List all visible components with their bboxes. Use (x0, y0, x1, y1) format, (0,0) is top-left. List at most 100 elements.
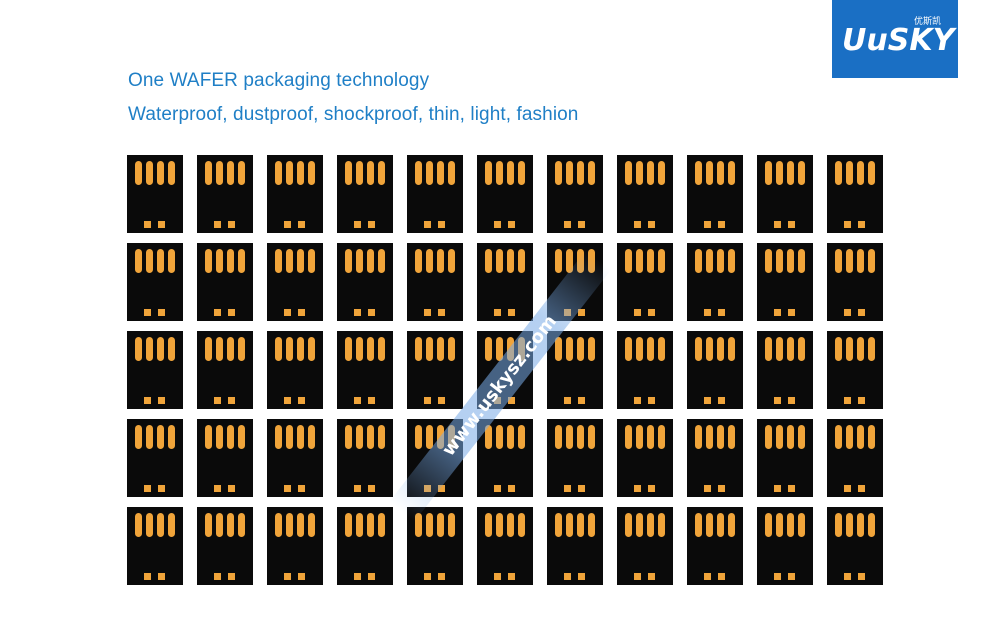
usb-contact-pin (437, 161, 444, 185)
usb-test-pad (564, 485, 571, 492)
usb-test-pad (144, 221, 151, 228)
usb-test-pad (298, 485, 305, 492)
usb-test-pad (424, 573, 431, 580)
usb-chip (617, 331, 673, 409)
usb-contact-pin (555, 425, 562, 449)
usb-contact-pin (728, 513, 735, 537)
usb-chip (757, 243, 813, 321)
usb-contact-pin (227, 161, 234, 185)
usb-chip (617, 243, 673, 321)
usb-contact-pin (625, 249, 632, 273)
usb-contact-pin (146, 249, 153, 273)
usb-contact-pin (588, 337, 595, 361)
usb-test-pad (158, 485, 165, 492)
usb-chip (407, 331, 463, 409)
usb-test-pad (704, 309, 711, 316)
usb-contact-pin (776, 425, 783, 449)
usb-contact-pin (798, 513, 805, 537)
usb-contact-pin (485, 249, 492, 273)
usb-contact-pin (577, 425, 584, 449)
usb-chip (547, 419, 603, 497)
usb-test-pad (844, 397, 851, 404)
usb-contact-pin (658, 249, 665, 273)
usb-test-pad (578, 221, 585, 228)
usb-contact-pin (846, 513, 853, 537)
usb-contact-pin (485, 513, 492, 537)
usb-test-pad (774, 573, 781, 580)
usb-chip (827, 507, 883, 585)
usb-test-pad (774, 397, 781, 404)
usb-contact-pin (625, 513, 632, 537)
usb-contact-pin (835, 513, 842, 537)
usb-contact-pin (776, 337, 783, 361)
usb-test-pad (368, 221, 375, 228)
usb-chip (757, 507, 813, 585)
usb-contact-pin (275, 249, 282, 273)
usb-contact-pin (168, 425, 175, 449)
usb-contact-pin (275, 161, 282, 185)
usb-contact-pin (647, 249, 654, 273)
usb-contact-pin (835, 249, 842, 273)
usb-test-pad (494, 221, 501, 228)
usb-contact-pin (297, 337, 304, 361)
usb-contact-pin (776, 513, 783, 537)
usb-test-pad (704, 485, 711, 492)
usb-contact-pin (728, 425, 735, 449)
usb-contact-pin (168, 161, 175, 185)
usb-chip (617, 155, 673, 233)
usb-test-pad (158, 221, 165, 228)
usb-contact-pin (518, 513, 525, 537)
usb-chip (477, 155, 533, 233)
usb-contact-pin (555, 337, 562, 361)
usb-contact-pin (286, 425, 293, 449)
usb-contact-pin (835, 425, 842, 449)
uusky-logo-mark: UuSKY 优斯凯 (842, 15, 958, 58)
usb-contact-pin (717, 513, 724, 537)
usb-test-pad (578, 397, 585, 404)
usb-contact-pin (658, 513, 665, 537)
usb-test-pad (858, 221, 865, 228)
usb-test-pad (228, 309, 235, 316)
usb-contact-pin (485, 425, 492, 449)
usb-contact-pin (647, 337, 654, 361)
usb-contact-pin (356, 513, 363, 537)
usb-chip (687, 155, 743, 233)
usb-contact-pin (787, 513, 794, 537)
usb-contact-pin (448, 337, 455, 361)
usb-contact-pin (496, 425, 503, 449)
usb-contact-pin (706, 161, 713, 185)
usb-chip (127, 155, 183, 233)
usb-test-pad (634, 309, 641, 316)
usb-test-pad (788, 485, 795, 492)
usb-test-pad (298, 573, 305, 580)
usb-contact-pin (378, 337, 385, 361)
usb-contact-pin (367, 249, 374, 273)
usb-chip (127, 419, 183, 497)
usb-test-pad (564, 221, 571, 228)
usb-contact-pin (496, 249, 503, 273)
usb-chip (197, 243, 253, 321)
usb-test-pad (368, 573, 375, 580)
usb-contact-pin (297, 513, 304, 537)
usb-contact-pin (345, 513, 352, 537)
usb-contact-pin (555, 249, 562, 273)
usb-test-pad (648, 397, 655, 404)
usb-test-pad (718, 309, 725, 316)
usb-contact-pin (426, 161, 433, 185)
usb-contact-pin (717, 337, 724, 361)
usb-contact-pin (286, 161, 293, 185)
usb-contact-pin (868, 161, 875, 185)
usb-test-pad (144, 573, 151, 580)
usb-contact-pin (765, 425, 772, 449)
usb-chip (337, 243, 393, 321)
usb-test-pad (144, 485, 151, 492)
usb-contact-pin (496, 161, 503, 185)
usb-test-pad (578, 309, 585, 316)
usb-contact-pin (636, 161, 643, 185)
usb-chip (337, 507, 393, 585)
usb-test-pad (144, 309, 151, 316)
usb-test-pad (158, 397, 165, 404)
usb-chip-grid (122, 152, 884, 592)
usb-test-pad (844, 221, 851, 228)
usb-test-pad (438, 397, 445, 404)
